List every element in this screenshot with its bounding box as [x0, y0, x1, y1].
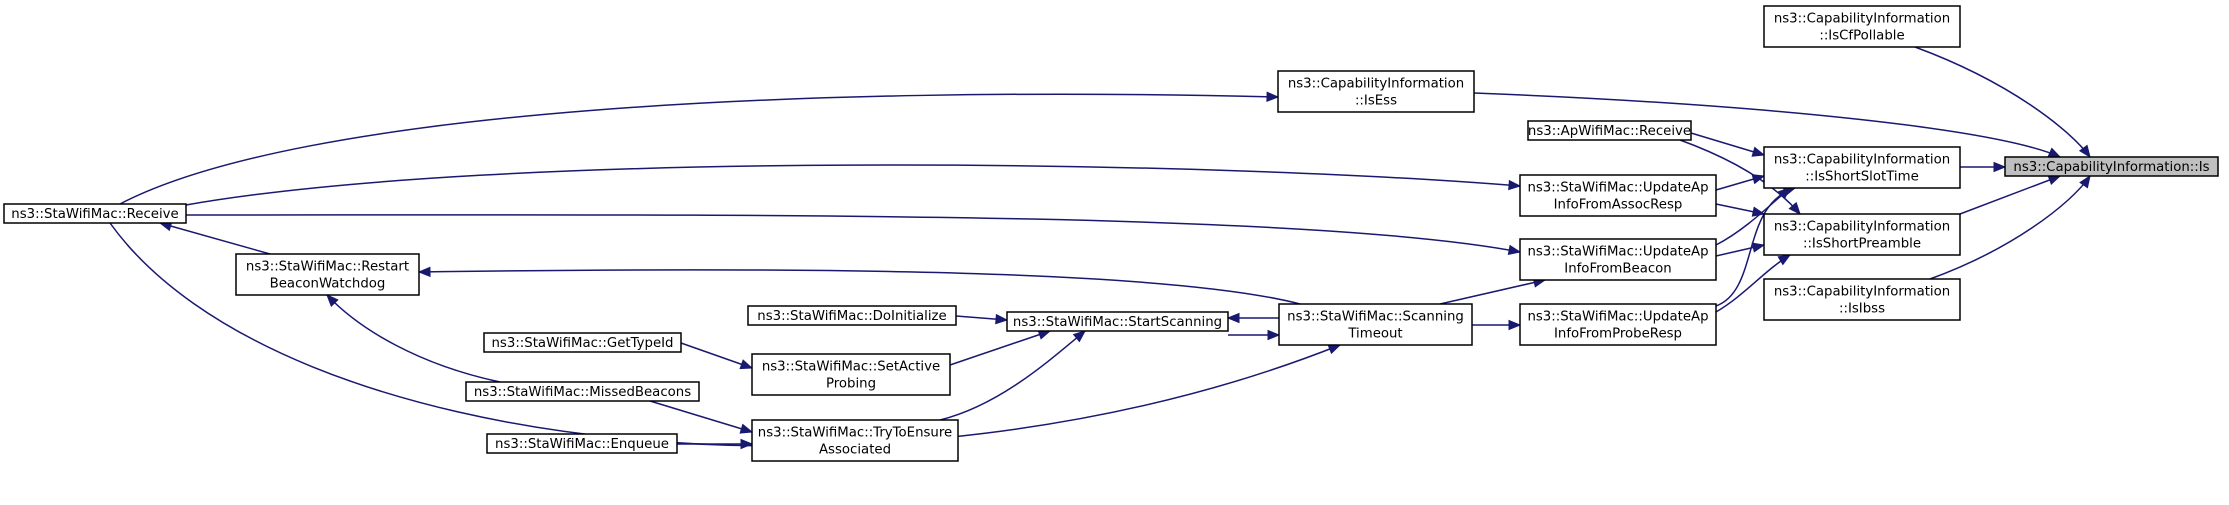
edge-scanningtimeout-to-updateprobe — [1472, 319, 1522, 331]
node-label: ns3::ApWifiMac::Receive — [1528, 124, 1691, 139]
node-apreceive[interactable]: ns3::ApWifiMac::Receive — [1527, 120, 1692, 141]
node-missedbeacons[interactable]: ns3::StaWifiMac::MissedBeacons — [465, 381, 700, 402]
node-label: Probing — [826, 377, 876, 392]
node-label: ns3::StaWifiMac::UpdateAp — [1527, 245, 1708, 260]
edge-isshortpreamble-to-is — [1959, 175, 2062, 215]
edge-scanningtimeout-to-updatebeacon — [1439, 277, 1547, 305]
node-label: ns3::CapabilityInformation — [1774, 12, 1950, 27]
node-label: Associated — [819, 443, 891, 458]
node-label: ns3::StaWifiMac::SetActive — [762, 360, 940, 375]
edge-scanningtimeout-to-restart — [417, 266, 1301, 305]
edge-stareceive-to-updatebeacon — [185, 214, 1522, 255]
edge-restart-to-stareceive — [158, 221, 271, 255]
node-label: Timeout — [1347, 327, 1402, 342]
edge-updateprobe-to-isshortpreamble — [1715, 254, 1792, 313]
node-updateprobe[interactable]: ns3::StaWifiMac::UpdateApInfoFromProbeRe… — [1519, 303, 1717, 346]
edge-apreceive-to-isshortslottime — [1690, 132, 1766, 157]
node-label: ns3::StaWifiMac::DoInitialize — [757, 309, 946, 324]
edge-updateassoc-to-isshortslottime — [1715, 174, 1766, 191]
edge-setactive-to-startscanning — [949, 329, 1052, 366]
node-startscanning[interactable]: ns3::StaWifiMac::StartScanning — [1006, 311, 1229, 332]
node-label: ns3::CapabilityInformation — [1774, 285, 1950, 300]
node-label: ns3::StaWifiMac::Enqueue — [495, 437, 669, 452]
node-isibss[interactable]: ns3::CapabilityInformation::IsIbss — [1763, 278, 1961, 321]
node-label: ::IsShortSlotTime — [1805, 170, 1919, 185]
edge-doinitialize-to-startscanning — [955, 313, 1009, 325]
edge-scanningtimeout-to-startscanning — [1226, 312, 1279, 324]
node-iscfpollable[interactable]: ns3::CapabilityInformation::IsCfPollable — [1763, 5, 1961, 48]
edge-trytoensure-to-startscanning — [939, 330, 1087, 421]
node-label: ::IsIbss — [1839, 302, 1885, 317]
node-label: ns3::StaWifiMac::MissedBeacons — [474, 385, 691, 400]
node-label: ns3::CapabilityInformation::Is — [2013, 160, 2209, 175]
node-label: ns3::StaWifiMac::Receive — [11, 207, 178, 222]
edge-isshortslottime-to-is — [1960, 161, 2007, 173]
nodes-layer: ns3::CapabilityInformation::Isns3::Capab… — [3, 5, 2219, 462]
node-label: ns3::CapabilityInformation — [1774, 153, 1950, 168]
node-label: ns3::StaWifiMac::StartScanning — [1013, 315, 1222, 330]
edges-layer — [109, 46, 2091, 450]
node-label: InfoFromAssocResp — [1554, 198, 1683, 213]
edge-stareceive-to-isess — [119, 91, 1280, 205]
edge-gettypeid-to-setactive — [680, 342, 754, 370]
node-gettypeid[interactable]: ns3::StaWifiMac::GetTypeId — [483, 332, 682, 353]
node-label: ::IsEss — [1355, 94, 1397, 109]
edge-updatebeacon-to-isshortpreamble — [1715, 242, 1766, 257]
node-label: ns3::CapabilityInformation — [1774, 220, 1950, 235]
edge-enqueue-to-trytoensure — [677, 438, 754, 450]
node-label: ns3::StaWifiMac::TryToEnsure — [758, 426, 952, 441]
edge-updateassoc-to-isshortpreamble — [1715, 203, 1766, 217]
edge-apreceive-to-isshortpreamble — [1679, 139, 1801, 216]
node-label: ns3::StaWifiMac::Restart — [246, 260, 409, 275]
edge-startscanning-to-scanningtimeout — [1228, 329, 1281, 341]
node-label: ::IsShortPreamble — [1803, 237, 1921, 252]
edge-iscfpollable-to-is — [1914, 46, 2091, 159]
node-label: BeaconWatchdog — [270, 277, 386, 292]
node-isshortpreamble[interactable]: ns3::CapabilityInformation::IsShortPream… — [1763, 213, 1961, 256]
node-stareceive[interactable]: ns3::StaWifiMac::Receive — [3, 203, 187, 224]
edge-isibss-to-is — [1929, 174, 2091, 280]
node-label: ::IsCfPollable — [1819, 29, 1904, 44]
edge-stareceive-to-updateassoc — [185, 164, 1522, 206]
edge-missedbeacons-to-trytoensure — [649, 400, 754, 434]
node-isess[interactable]: ns3::CapabilityInformation::IsEss — [1277, 70, 1475, 113]
node-label: ns3::StaWifiMac::UpdateAp — [1527, 181, 1708, 196]
node-label: ns3::StaWifiMac::GetTypeId — [492, 336, 674, 351]
node-label: ns3::StaWifiMac::Scanning — [1287, 310, 1464, 325]
node-label: InfoFromBeacon — [1564, 262, 1671, 277]
node-label: ns3::CapabilityInformation — [1288, 77, 1464, 92]
node-updateassoc[interactable]: ns3::StaWifiMac::UpdateApInfoFromAssocRe… — [1519, 174, 1717, 217]
edge-missedbeacons-to-restart — [326, 294, 501, 383]
node-doinitialize[interactable]: ns3::StaWifiMac::DoInitialize — [747, 305, 957, 326]
node-isshortslottime[interactable]: ns3::CapabilityInformation::IsShortSlotT… — [1763, 146, 1961, 189]
node-label: InfoFromProbeResp — [1554, 327, 1682, 342]
node-enqueue[interactable]: ns3::StaWifiMac::Enqueue — [486, 433, 678, 454]
node-label: ns3::StaWifiMac::UpdateAp — [1527, 310, 1708, 325]
node-is[interactable]: ns3::CapabilityInformation::Is — [2004, 156, 2219, 177]
